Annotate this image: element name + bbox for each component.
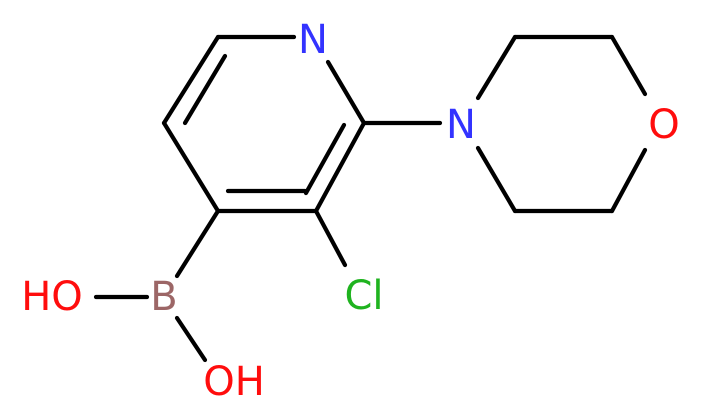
bond-b-oh-bottom <box>174 315 208 363</box>
bond-c4-b <box>174 208 221 279</box>
atom-label-morpholine-nitrogen: N <box>446 102 476 148</box>
bond-c6-c5 <box>161 34 221 126</box>
bond-c3-c2-inner <box>303 122 347 196</box>
atom-label-hydroxyl-bottom: OH <box>203 359 265 405</box>
atom-label-chlorine: Cl <box>344 273 383 319</box>
bond-mn-ca <box>475 34 518 101</box>
bond-c2-n1 <box>325 59 367 126</box>
bond-cd-mn <box>475 145 518 214</box>
bond-c6-c5-inner <box>182 53 228 126</box>
atom-label-hydroxyl-left: HO <box>21 274 83 320</box>
bond-c5-c4 <box>161 120 221 214</box>
bond-cb-o <box>609 34 648 97</box>
atom-label-boron: B <box>150 274 177 320</box>
bond-c3-c2 <box>313 120 367 214</box>
atom-label-morpholine-oxygen: O <box>648 102 679 148</box>
bond-o-cc <box>609 147 648 214</box>
atom-label-pyridine-nitrogen: N <box>298 17 328 63</box>
bond-c3-cl <box>313 208 348 268</box>
